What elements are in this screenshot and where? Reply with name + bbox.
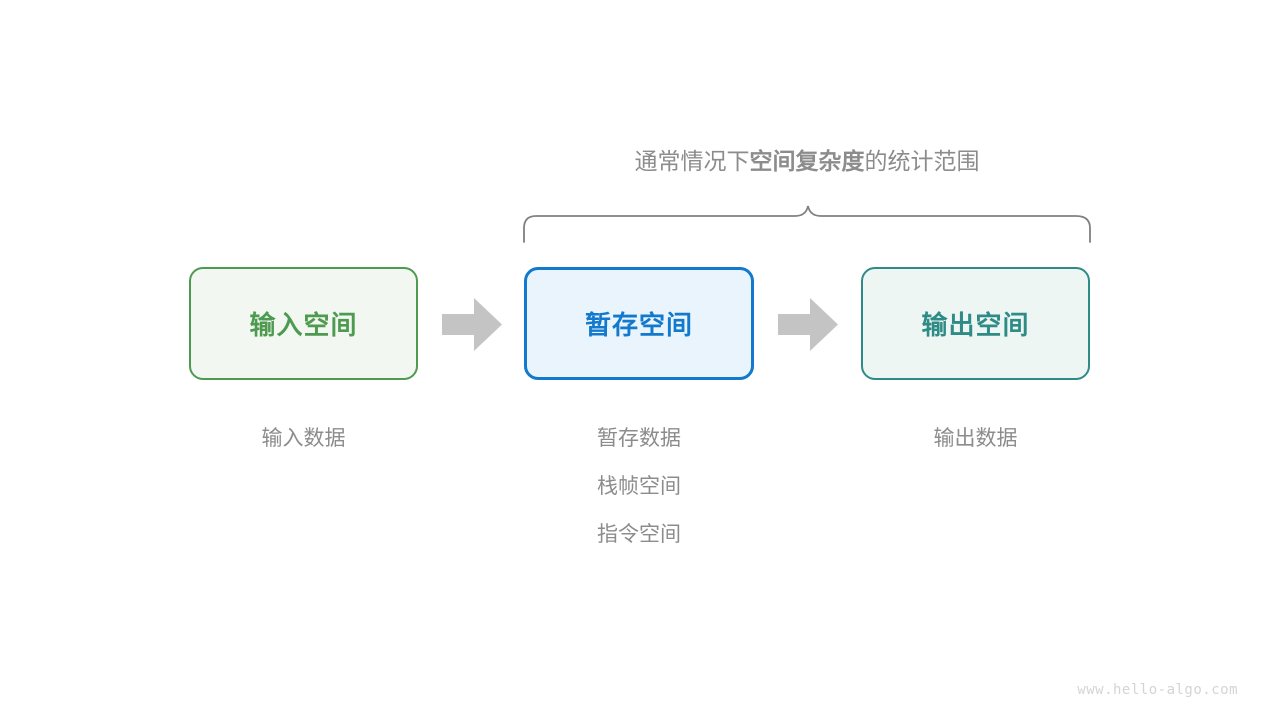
stage-box-buffer-label: 暂存空间	[584, 310, 693, 340]
stage-items-buffer: 暂存数据 栈帧空间 指令空间	[524, 415, 754, 559]
stage-item: 栈帧空间	[597, 475, 681, 498]
scope-caption: 通常情况下空间复杂度的统计范围	[524, 144, 1090, 178]
stage-item: 输入数据	[261, 427, 346, 450]
stage-items-input: 输入数据	[189, 415, 418, 463]
stage-box-output: 输出空间	[861, 267, 1090, 380]
watermark: www.hello-algo.com	[1077, 682, 1238, 698]
stage-item: 输出数据	[933, 427, 1018, 450]
stage-items-output: 输出数据	[861, 415, 1090, 463]
stage-item: 指令空间	[597, 523, 681, 546]
arrow-buffer-to-output-icon	[778, 298, 838, 351]
caption-emphasis: 空间复杂度	[749, 148, 865, 174]
stage-box-input-label: 输入空间	[249, 310, 358, 340]
stage-item: 暂存数据	[597, 427, 681, 450]
caption-prefix: 通常情况下	[634, 148, 750, 174]
stage-box-output-label: 输出空间	[921, 310, 1030, 340]
scope-brace	[510, 190, 1110, 260]
stage-box-input: 输入空间	[189, 267, 418, 380]
stage-box-buffer: 暂存空间	[524, 267, 754, 380]
arrow-input-to-buffer-icon	[442, 298, 502, 351]
caption-suffix: 的统计范围	[864, 148, 980, 174]
